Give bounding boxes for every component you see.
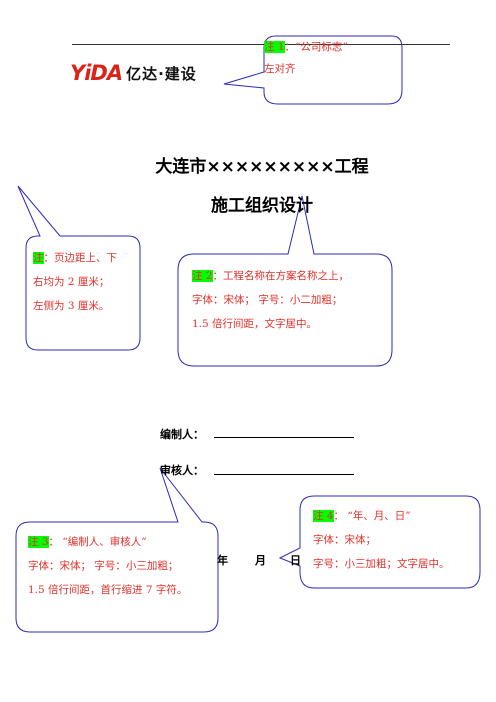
- note-2: 注 2：工程名称在方案名称之上， 字体：宋体； 字号：小二加粗； 1.5 倍行间…: [192, 264, 349, 336]
- date-year: 年: [217, 554, 228, 567]
- reviewer-label: 审核人：: [160, 464, 204, 477]
- note-1-tag: 注 1: [264, 41, 285, 53]
- note-margin-tag: 注: [33, 252, 44, 264]
- callout-bubble-4: [278, 495, 481, 589]
- date-month: 月: [255, 554, 266, 567]
- note-3-line-2: 字体：宋体； 字号：小三加粗；: [28, 560, 179, 572]
- note-2-line-1: ：工程名称在方案名称之上，: [212, 270, 350, 282]
- note-margin-line-1: ：页边距上、下: [43, 252, 118, 264]
- note-3-tag: 注 3: [28, 536, 49, 548]
- note-margin-line-2: 右均为 2 厘米；: [33, 276, 110, 288]
- note-1-line-2: 左对齐: [264, 63, 296, 75]
- header-rule: [72, 44, 450, 45]
- note-2-tag: 注 2: [192, 270, 213, 282]
- company-logo: YiDA 亿达·建设: [70, 62, 197, 84]
- date-day: 日: [290, 554, 301, 567]
- note-3-line-3: 1.5 倍行间距，首行缩进 7 字符。: [28, 584, 188, 596]
- callout-bubble-3: [15, 467, 219, 633]
- note-3-line-1: ： “编制人、审核人”: [48, 536, 147, 548]
- logo-text: 亿达·建设: [126, 64, 197, 83]
- note-1-line-1: ：“公司标志”: [284, 41, 348, 53]
- compiler-line: [214, 437, 354, 438]
- note-4-line-1: ： “年、月、日”: [333, 510, 411, 522]
- logo-mark: YiDA: [70, 61, 123, 85]
- note-4-tag: 注 4: [313, 510, 334, 522]
- note-1: 注 1：“公司标志” 左对齐: [264, 36, 348, 80]
- note-4-line-3: 字号：小三加粗；文字居中。: [313, 558, 450, 570]
- reviewer-line: [214, 474, 354, 475]
- note-3: 注 3： “编制人、审核人” 字体：宋体； 字号：小三加粗； 1.5 倍行间距，…: [28, 530, 187, 602]
- note-4: 注 4： “年、月、日” 字体：宋体； 字号：小三加粗；文字居中。: [313, 504, 450, 576]
- note-2-line-3: 1.5 倍行间距，文字居中。: [192, 318, 318, 330]
- note-2-line-2: 字体：宋体； 字号：小二加粗；: [192, 294, 343, 306]
- note-4-line-2: 字体：宋体；: [313, 534, 376, 546]
- document-subtitle: 施工组织设计: [211, 196, 313, 216]
- compiler-label: 编制人：: [160, 428, 204, 441]
- callout-bubble-2: [177, 195, 393, 367]
- note-margin: 注：页边距上、下 右均为 2 厘米； 左侧为 3 厘米。: [33, 246, 117, 318]
- document-title: 大连市×××××××××工程: [155, 157, 369, 177]
- callout-bubble-margin: [17, 185, 141, 351]
- note-margin-line-3: 左侧为 3 厘米。: [33, 300, 110, 312]
